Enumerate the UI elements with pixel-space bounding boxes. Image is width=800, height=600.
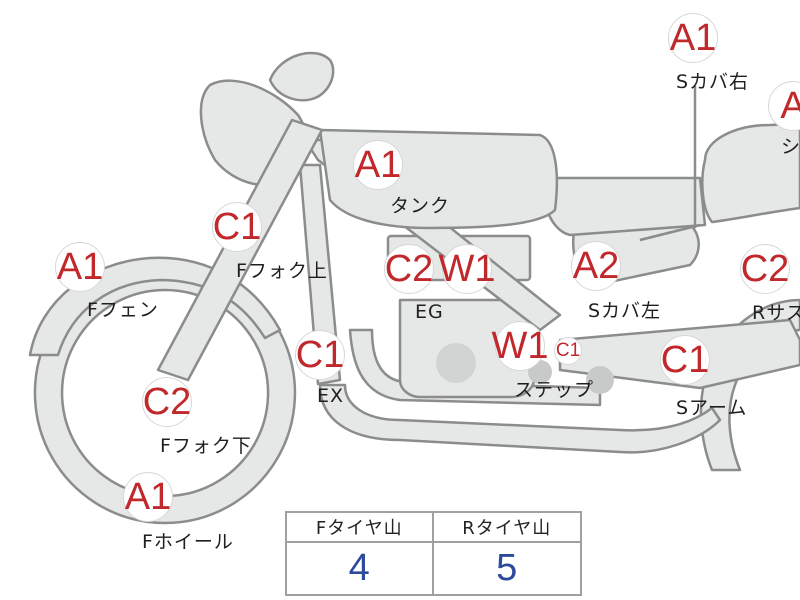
header-rear-tire: Rタイヤ山 <box>433 513 580 543</box>
grade-badge-f-wheel: A1 <box>123 472 173 522</box>
label-engine: EG <box>415 301 444 323</box>
seat-shape <box>542 176 707 237</box>
grade-badge-f-fender: A1 <box>55 242 105 292</box>
meter-shape <box>268 51 335 102</box>
exhaust-pipe-shape <box>318 383 722 454</box>
label-step: ステップ <box>514 379 595 401</box>
label-f-fork-lower: Fフォク下 <box>160 435 252 457</box>
label-s-arm: Sアーム <box>676 397 748 419</box>
label-seat: シ <box>781 136 800 158</box>
grade-badge-r-suspension: C2 <box>740 244 790 294</box>
label-f-wheel: Fホイール <box>142 531 234 553</box>
grade-badge-s-arm: C1 <box>660 335 710 385</box>
grade-badge-step-c: C1 <box>554 337 582 365</box>
engine-cover-shape <box>436 343 476 383</box>
tire-tread-table: Fタイヤ山 Rタイヤ山 4 5 <box>285 511 582 596</box>
label-exhaust: EX <box>317 385 345 407</box>
header-front-tire: Fタイヤ山 <box>287 513 434 543</box>
leader-dash <box>639 223 701 242</box>
value-front-tire: 4 <box>287 543 434 594</box>
frame-down-shape <box>298 163 342 386</box>
grade-badge-s-cover-left: A2 <box>571 241 621 291</box>
rear-cowl-shape <box>701 122 800 224</box>
step-peg-shape <box>586 366 614 394</box>
grade-badge-f-fork-lower: C2 <box>142 377 192 427</box>
label-r-suspension: Rサス <box>752 302 800 324</box>
label-f-fork-upper: Fフォク上 <box>236 260 328 282</box>
label-s-cover-right: Sカバ右 <box>676 71 750 93</box>
grade-badge-engine-w: W1 <box>439 244 496 294</box>
grade-badge-tank: A1 <box>353 140 403 190</box>
grade-badge-step: W1 <box>492 321 549 371</box>
label-tank: タンク <box>390 195 451 217</box>
value-rear-tire: 5 <box>496 547 518 589</box>
label-f-fender: Fフェン <box>87 299 159 321</box>
grade-badge-seat: A <box>768 81 800 131</box>
grade-badge-engine: C2 <box>384 244 434 294</box>
grade-badge-s-cover-right: A1 <box>668 13 718 63</box>
label-s-cover-left: Sカバ左 <box>588 300 662 322</box>
grade-badge-exhaust: C1 <box>295 330 345 380</box>
grade-badge-f-fork-upper: C1 <box>212 202 262 252</box>
